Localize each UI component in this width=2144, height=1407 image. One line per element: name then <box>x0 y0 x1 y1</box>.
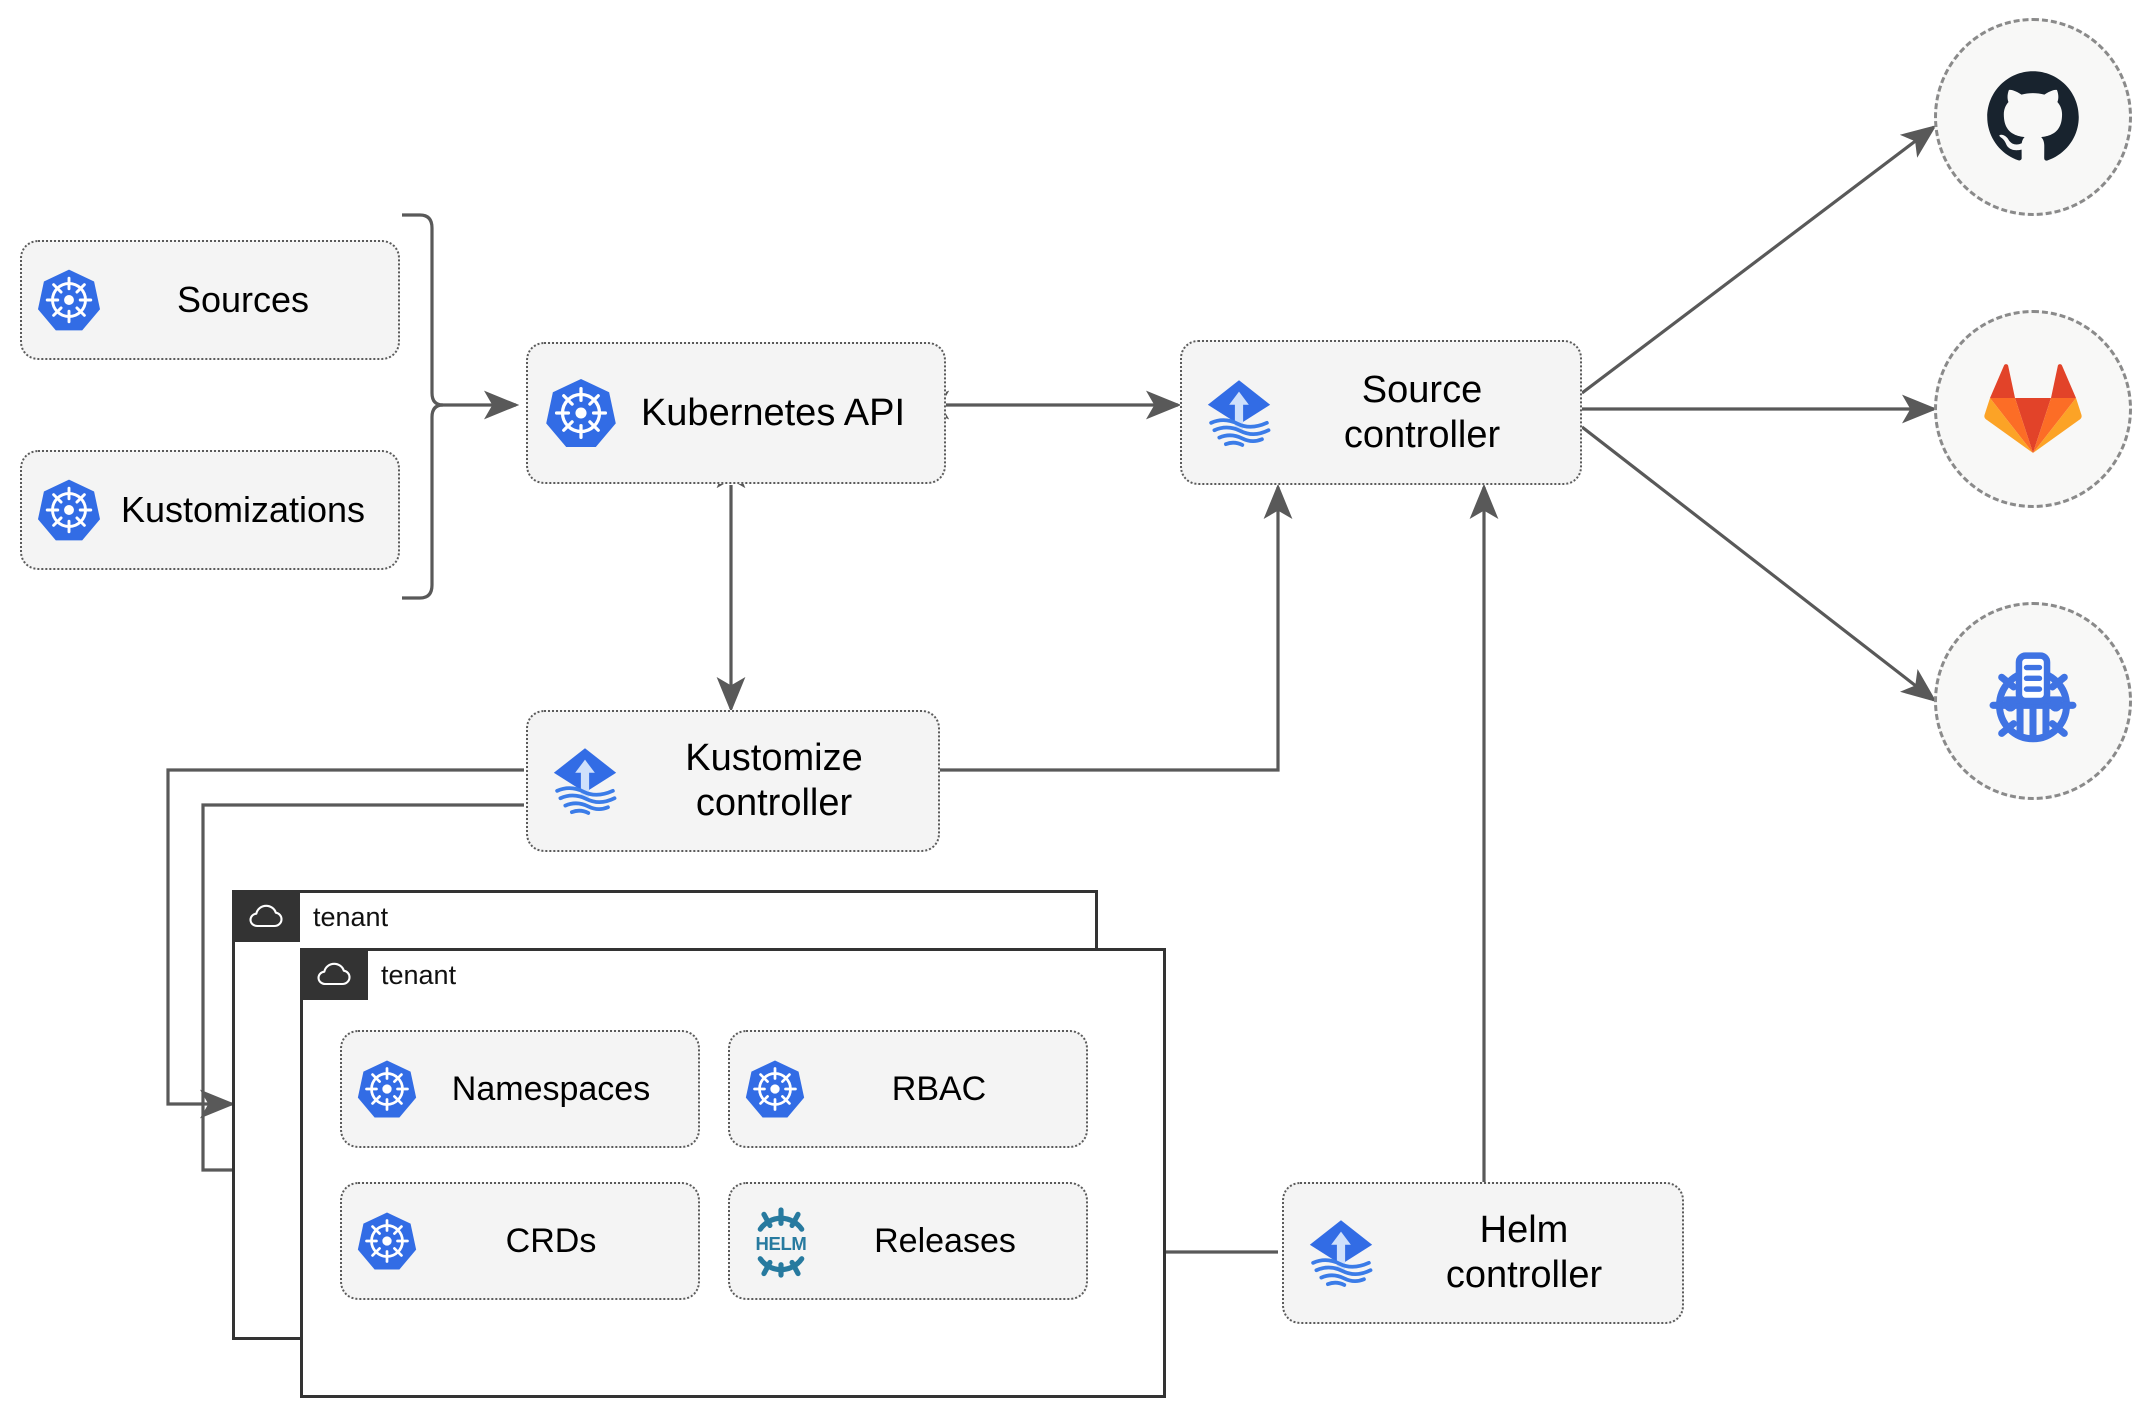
kubernetes-icon <box>544 376 618 450</box>
edge-sourcecontroller-registry <box>1581 425 1937 702</box>
endpoint-github[interactable] <box>1934 18 2132 216</box>
node-label: Namespaces <box>451 1069 651 1108</box>
node-kustomizations[interactable]: Kustomizations <box>20 450 400 570</box>
edge-sources-bracket <box>402 213 520 600</box>
kubernetes-icon <box>36 477 102 543</box>
container-registry-icon <box>1989 652 2077 743</box>
node-releases[interactable]: HELM Releases <box>728 1182 1088 1300</box>
tenant-label-back: tenant <box>313 902 389 932</box>
edge-kustomizecontroller-sourcecontroller <box>940 483 1293 772</box>
node-source-controller[interactable]: Source controller <box>1180 340 1582 485</box>
kubernetes-icon <box>744 1058 806 1120</box>
endpoint-gitlab[interactable] <box>1934 310 2132 508</box>
node-label: RBAC <box>891 1069 987 1108</box>
svg-text:HELM: HELM <box>756 1233 807 1254</box>
github-icon <box>1987 71 2079 161</box>
gitlab-icon <box>1984 364 2082 453</box>
kubernetes-icon <box>356 1210 418 1272</box>
node-label: Kustomize controller <box>685 737 863 824</box>
node-kustomize-controller[interactable]: Kustomize controller <box>526 710 940 852</box>
node-rbac[interactable]: RBAC <box>728 1030 1088 1148</box>
tenant-tab-front <box>300 948 368 1000</box>
endpoint-container-registry[interactable] <box>1934 602 2132 800</box>
tenant-label-front: tenant <box>381 960 457 990</box>
node-label: Helm controller <box>1445 1209 1603 1296</box>
cloud-icon <box>249 904 283 928</box>
node-label: CRDs <box>505 1221 597 1260</box>
node-crds[interactable]: CRDs <box>340 1182 700 1300</box>
node-label: Sources <box>176 278 310 320</box>
node-label: Kustomizations <box>120 488 366 530</box>
edge-sourcecontroller-github <box>1581 125 1937 395</box>
node-label: Source controller <box>1343 368 1501 456</box>
helm-icon: HELM <box>744 1204 818 1278</box>
flux-icon <box>1300 1212 1382 1294</box>
flux-icon <box>544 740 626 822</box>
node-label: Kubernetes API <box>640 391 906 434</box>
flux-icon <box>1198 372 1280 454</box>
node-helm-controller[interactable]: Helm controller <box>1282 1182 1684 1324</box>
cloud-icon <box>317 962 351 986</box>
node-label: Releases <box>874 1221 1016 1260</box>
tenant-container-front <box>300 948 1166 1398</box>
node-sources[interactable]: Sources <box>20 240 400 360</box>
tenant-tab-back <box>232 890 300 942</box>
node-kubernetes-api[interactable]: Kubernetes API <box>526 342 946 484</box>
node-namespaces[interactable]: Namespaces <box>340 1030 700 1148</box>
kubernetes-icon <box>36 267 102 333</box>
kubernetes-icon <box>356 1058 418 1120</box>
